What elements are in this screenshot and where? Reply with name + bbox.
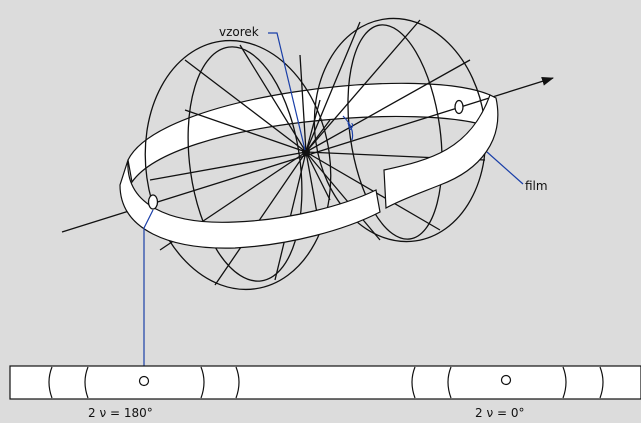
film-strip-band [9,365,641,400]
strip-hole-right [500,374,512,386]
cone-left-lines [149,44,331,286]
film-strip [9,365,641,400]
film-hole-right [454,99,464,115]
angle-arc [342,115,354,141]
leader-hole [143,209,154,373]
angle-180-label: 2 ν = 180° [88,406,153,420]
film-ring-front-right [383,94,499,210]
leader-sample [268,32,306,151]
cone-right-ring-inner [347,24,443,240]
leader-lines [143,32,524,373]
cone-left-ring-inner [187,46,303,282]
leader-film [486,151,524,185]
angle-0-label: 2 ν = 0° [475,406,524,420]
film-label: film [525,179,548,193]
sample [302,148,310,156]
film-hole-left [147,194,159,210]
sample-label: vzorek [219,25,259,39]
strip-hole-left [138,375,150,387]
film-strip-arcs [48,366,604,399]
cone-left-ring-outer [144,39,332,291]
angle-label: ν [347,119,354,133]
diffraction-cone-left [144,39,332,291]
sample-point [302,148,310,156]
film-ring-front-left [119,159,381,249]
